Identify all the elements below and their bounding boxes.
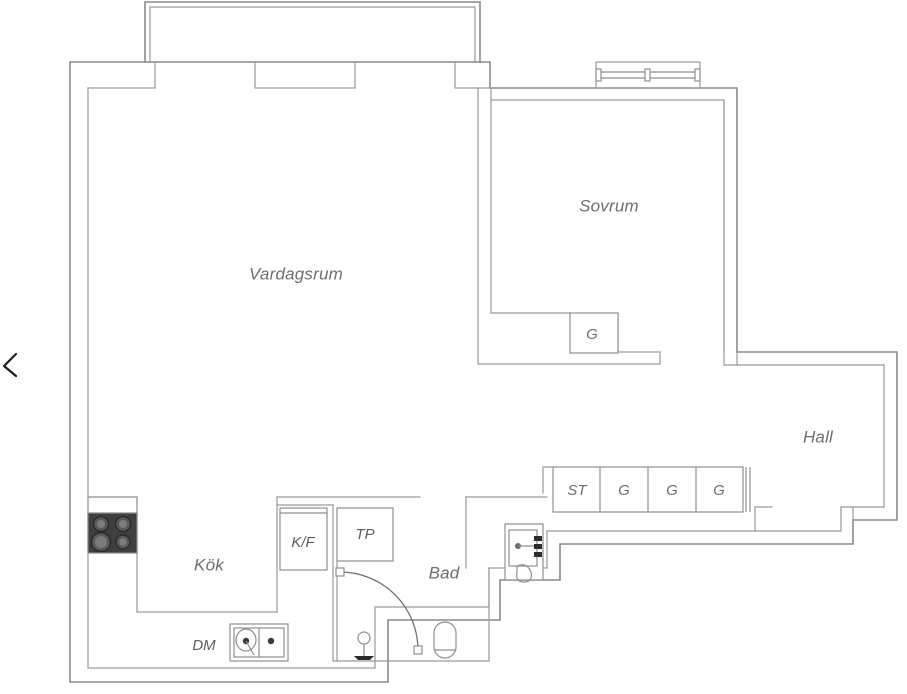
exterior-wall-outer (69, 61, 898, 683)
window-symbol-bedroom (595, 61, 701, 89)
closet-label: G (713, 482, 725, 499)
appliance-label: K/F (291, 534, 315, 551)
washing-tower-box: TP (336, 507, 394, 562)
top-wall-recesses (87, 61, 491, 89)
toilet-icon (433, 621, 457, 659)
appliance-label: TP (355, 526, 374, 543)
fridge-freezer-box: K/F (279, 507, 328, 571)
room-label: Bad (429, 563, 460, 582)
room-label: Sovrum (579, 196, 639, 215)
kitchen-sink-icon: DM (192, 623, 289, 662)
room-label: Hall (803, 427, 834, 446)
balcony-outline (144, 1, 481, 63)
closet-label: G (666, 482, 678, 499)
floor-drain-icon (354, 631, 374, 660)
room-bad: Bad (332, 496, 548, 662)
stove-icon (87, 496, 138, 554)
exterior-wall-inner (87, 87, 885, 669)
room-hall (736, 351, 854, 532)
hall-closet-row: ST G G G (542, 466, 751, 513)
closet-label: G (618, 482, 630, 499)
room-label: Vardagsrum (249, 264, 343, 283)
washbasin-icon (504, 523, 544, 583)
closet-sovrum-g: G (569, 312, 619, 354)
appliance-label: DM (192, 637, 216, 654)
chevron-marker-icon (2, 352, 18, 378)
closet-label: G (586, 326, 598, 343)
closet-label: ST (567, 482, 588, 499)
door-swing-bathroom (335, 567, 423, 655)
room-label: Kök (194, 555, 225, 574)
